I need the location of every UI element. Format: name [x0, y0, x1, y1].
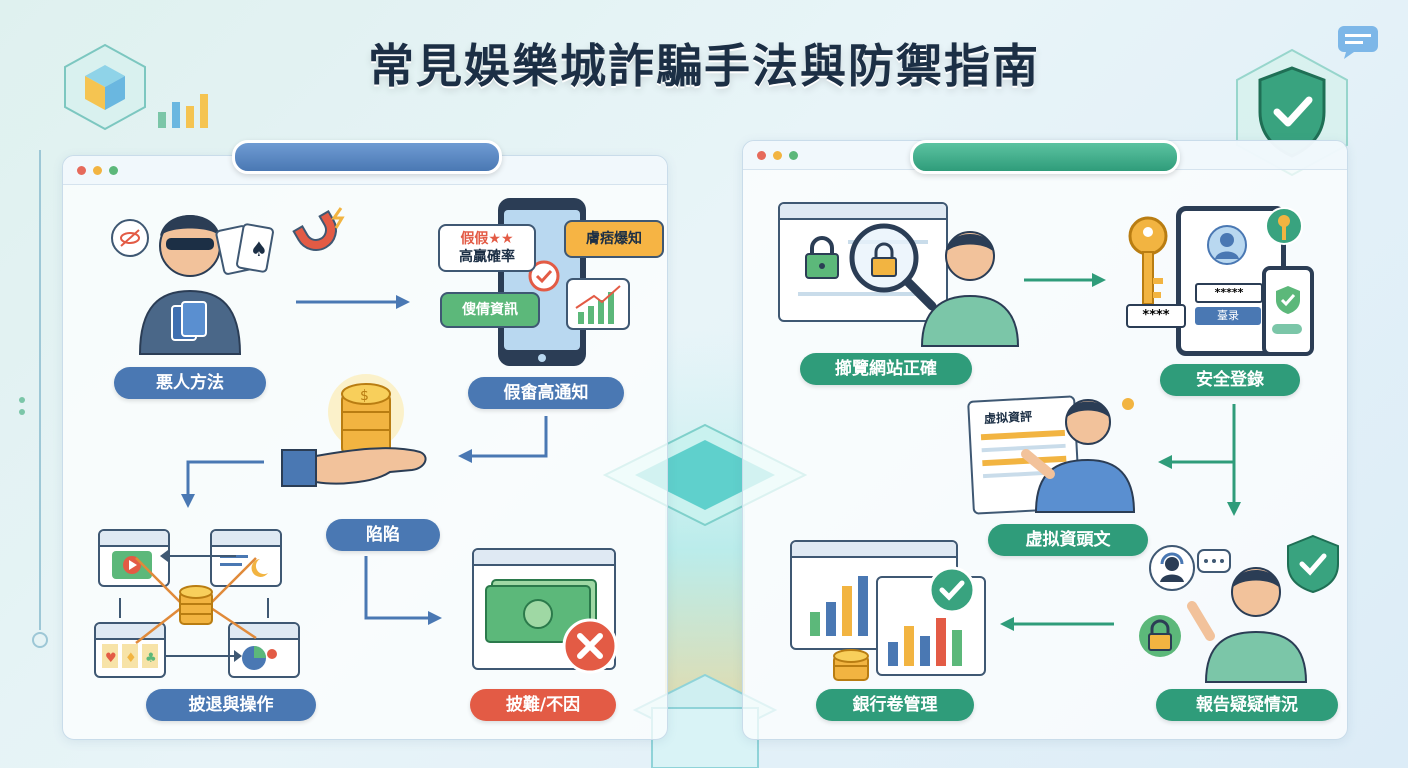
pin-field[interactable]: **** — [1126, 304, 1186, 328]
arrow-down-right-1 — [364, 556, 442, 625]
cards-icon: ♠ — [215, 223, 274, 275]
bubble-fake-rate-line2: 高贏確率 — [459, 249, 515, 265]
arrow-right-2 — [1024, 273, 1106, 287]
key-check-icon — [1265, 207, 1303, 245]
step-label-loss: 披難/不因 — [470, 689, 616, 721]
arrow-left-down-1 — [181, 460, 264, 508]
arrow-down-left-1 — [458, 416, 548, 463]
coin-stack-center-icon — [119, 550, 269, 662]
left-panel-header-pill — [232, 140, 502, 174]
money-icon — [485, 579, 597, 643]
svg-text:♦: ♦ — [125, 651, 137, 666]
step-label-browse: 擳覽網站正確 — [800, 353, 972, 385]
step-label-report: 報告疑疑情況 — [1156, 689, 1338, 721]
person-browse-icon — [920, 231, 1020, 347]
cube-icon — [64, 43, 146, 131]
phone-shield-icon — [1276, 286, 1300, 314]
lock-icon — [805, 236, 839, 279]
avatar-icon — [1207, 225, 1247, 265]
magnet-icon — [292, 207, 345, 251]
svg-text:♥: ♥ — [105, 651, 117, 666]
page-title: 常見娛樂城詐騙手法與防禦指南 — [368, 39, 1040, 93]
pin-mask: **** — [1142, 308, 1170, 323]
step-label-bank: 銀行卷管理 — [816, 689, 974, 721]
password-mask: ***** — [1214, 286, 1244, 299]
report-lock-icon — [1139, 615, 1181, 657]
bubble-fake-rate: 假假★★ 高贏確率 — [438, 224, 536, 272]
magnifier-icon — [849, 223, 937, 311]
step-label-manipulate: 披退與操作 — [146, 689, 316, 721]
login-phone — [1262, 266, 1314, 356]
growth-chart-icon — [566, 278, 630, 330]
bank-coins-icon — [833, 649, 869, 681]
svg-text:♠: ♠ — [250, 237, 268, 261]
money-card — [472, 548, 616, 670]
step-label-tactics: 悪人方法 — [114, 367, 266, 399]
person-doc-icon — [1021, 398, 1136, 513]
report-shield-icon — [1287, 534, 1339, 594]
key-icon — [1128, 216, 1168, 305]
bubble-notice: 膚痞爆知 — [564, 220, 664, 258]
login-button[interactable]: 臺录 — [1195, 307, 1261, 325]
error-x-icon — [562, 618, 618, 674]
decor-bar-chart-icon — [158, 94, 208, 128]
bubble-trust: 傁倩資訊 — [440, 292, 540, 328]
password-field[interactable]: ***** — [1195, 283, 1263, 303]
manipulate-video-card — [98, 529, 170, 587]
manipulate-pie-card — [228, 622, 300, 678]
bubble-fake-rate-line1: 假假★★ — [460, 231, 514, 247]
arrow-down-branch — [1158, 404, 1241, 516]
decor-circuit-left — [19, 150, 48, 648]
right-panel-header-pill — [910, 140, 1180, 174]
arrow-left-2 — [1000, 617, 1114, 631]
svg-text:♣: ♣ — [145, 651, 157, 666]
chat-icon — [1338, 26, 1378, 59]
headset-icon — [1149, 545, 1231, 591]
person-report-icon — [1187, 567, 1308, 683]
coins-hand-icon: $ — [281, 374, 427, 487]
bank-check-icon — [928, 566, 976, 614]
arrow-right-1 — [296, 295, 410, 309]
manipulate-night-card — [210, 529, 282, 587]
bar-chart-icon — [810, 576, 868, 636]
bar-chart-front-icon — [888, 618, 962, 666]
step-label-trap: 陷陷 — [326, 519, 440, 551]
step-label-secure-login: 安全登錄 — [1160, 364, 1300, 396]
svg-text:$: $ — [360, 388, 369, 404]
step-label-virtual-doc: 虚拟資頭文 — [988, 524, 1148, 556]
step-label-fake-notice: 假畬高通知 — [468, 377, 624, 409]
